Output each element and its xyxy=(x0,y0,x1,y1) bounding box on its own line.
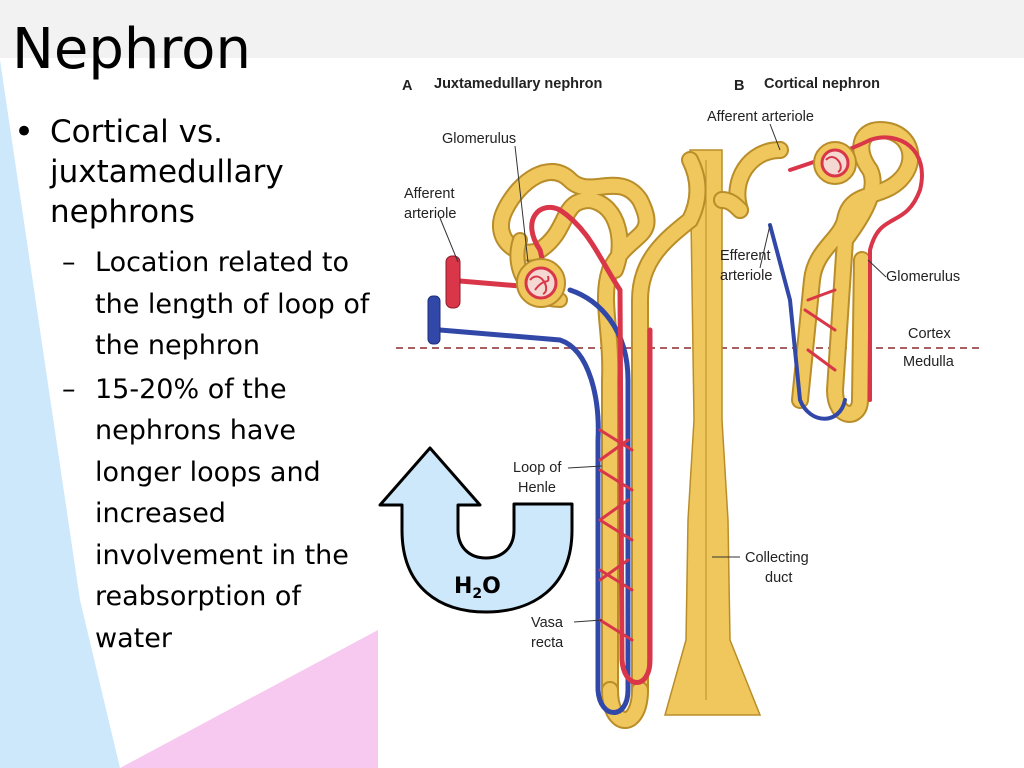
vasa-recta-label-2: recta xyxy=(531,635,564,651)
afferent-b-label: Afferent arteriole xyxy=(707,109,814,125)
bullet-dot-icon: • xyxy=(14,112,35,152)
vasa-recta-label-1: Vasa xyxy=(531,615,564,631)
panel-b-title: Cortical nephron xyxy=(764,76,880,92)
bullet-text: Cortical vs. juxtamedullary nephrons xyxy=(50,114,284,230)
collecting-duct-label-2: duct xyxy=(765,570,792,586)
vein-stub xyxy=(427,295,441,345)
juxtamedullary-tubule xyxy=(492,151,707,729)
slide-title: Nephron xyxy=(12,17,251,82)
pink-wedge xyxy=(120,630,378,768)
h2o-h: H xyxy=(454,574,472,599)
sub-bullet-text: 15-20% of the nephrons have longer loops… xyxy=(95,373,349,654)
bullet-item: • Cortical vs. juxtamedullary nephrons xyxy=(14,112,386,232)
efferent-label-2: arteriole xyxy=(720,268,772,284)
afferent-a-label-2: arteriole xyxy=(404,206,456,222)
panel-a-letter: A xyxy=(402,78,413,94)
dash-icon: – xyxy=(62,373,76,405)
loop-of-henle-label-1: Loop of xyxy=(513,460,562,476)
collecting-duct xyxy=(664,149,762,716)
loop-of-henle-label-2: Henle xyxy=(518,480,556,496)
blue-wedge xyxy=(0,60,120,768)
cortex-label: Cortex xyxy=(908,326,951,342)
h2o-label: H2O xyxy=(454,574,501,602)
collecting-duct-label-1: Collecting xyxy=(745,550,809,566)
water-reabsorption-arrow-icon xyxy=(378,446,574,614)
sub-bullet-text: Location related to the length of loop o… xyxy=(95,247,370,361)
sub-bullet-item: – 15-20% of the nephrons have longer loo… xyxy=(14,369,386,660)
glomerulus-a-label: Glomerulus xyxy=(442,131,516,147)
glomerulus-a xyxy=(516,258,566,308)
bullet-list: • Cortical vs. juxtamedullary nephrons –… xyxy=(14,112,386,659)
glomerulus-b xyxy=(813,141,857,185)
leader-lines xyxy=(439,123,887,623)
afferent-a-label-1: Afferent xyxy=(404,186,455,202)
glomerulus-b-label: Glomerulus xyxy=(886,269,960,285)
panel-b-letter: B xyxy=(734,78,744,94)
medulla-label: Medulla xyxy=(903,354,955,370)
cortical-tubule xyxy=(713,120,920,423)
efferent-label-1: Efferent xyxy=(720,248,771,264)
h2o-subscript: 2 xyxy=(472,586,482,602)
sub-bullet-item: – Location related to the length of loop… xyxy=(14,242,386,367)
dash-icon: – xyxy=(62,247,76,278)
panel-a-title: Juxtamedullary nephron xyxy=(434,76,602,92)
top-band xyxy=(0,0,1024,58)
h2o-o: O xyxy=(482,574,501,599)
artery-stub xyxy=(445,255,461,309)
